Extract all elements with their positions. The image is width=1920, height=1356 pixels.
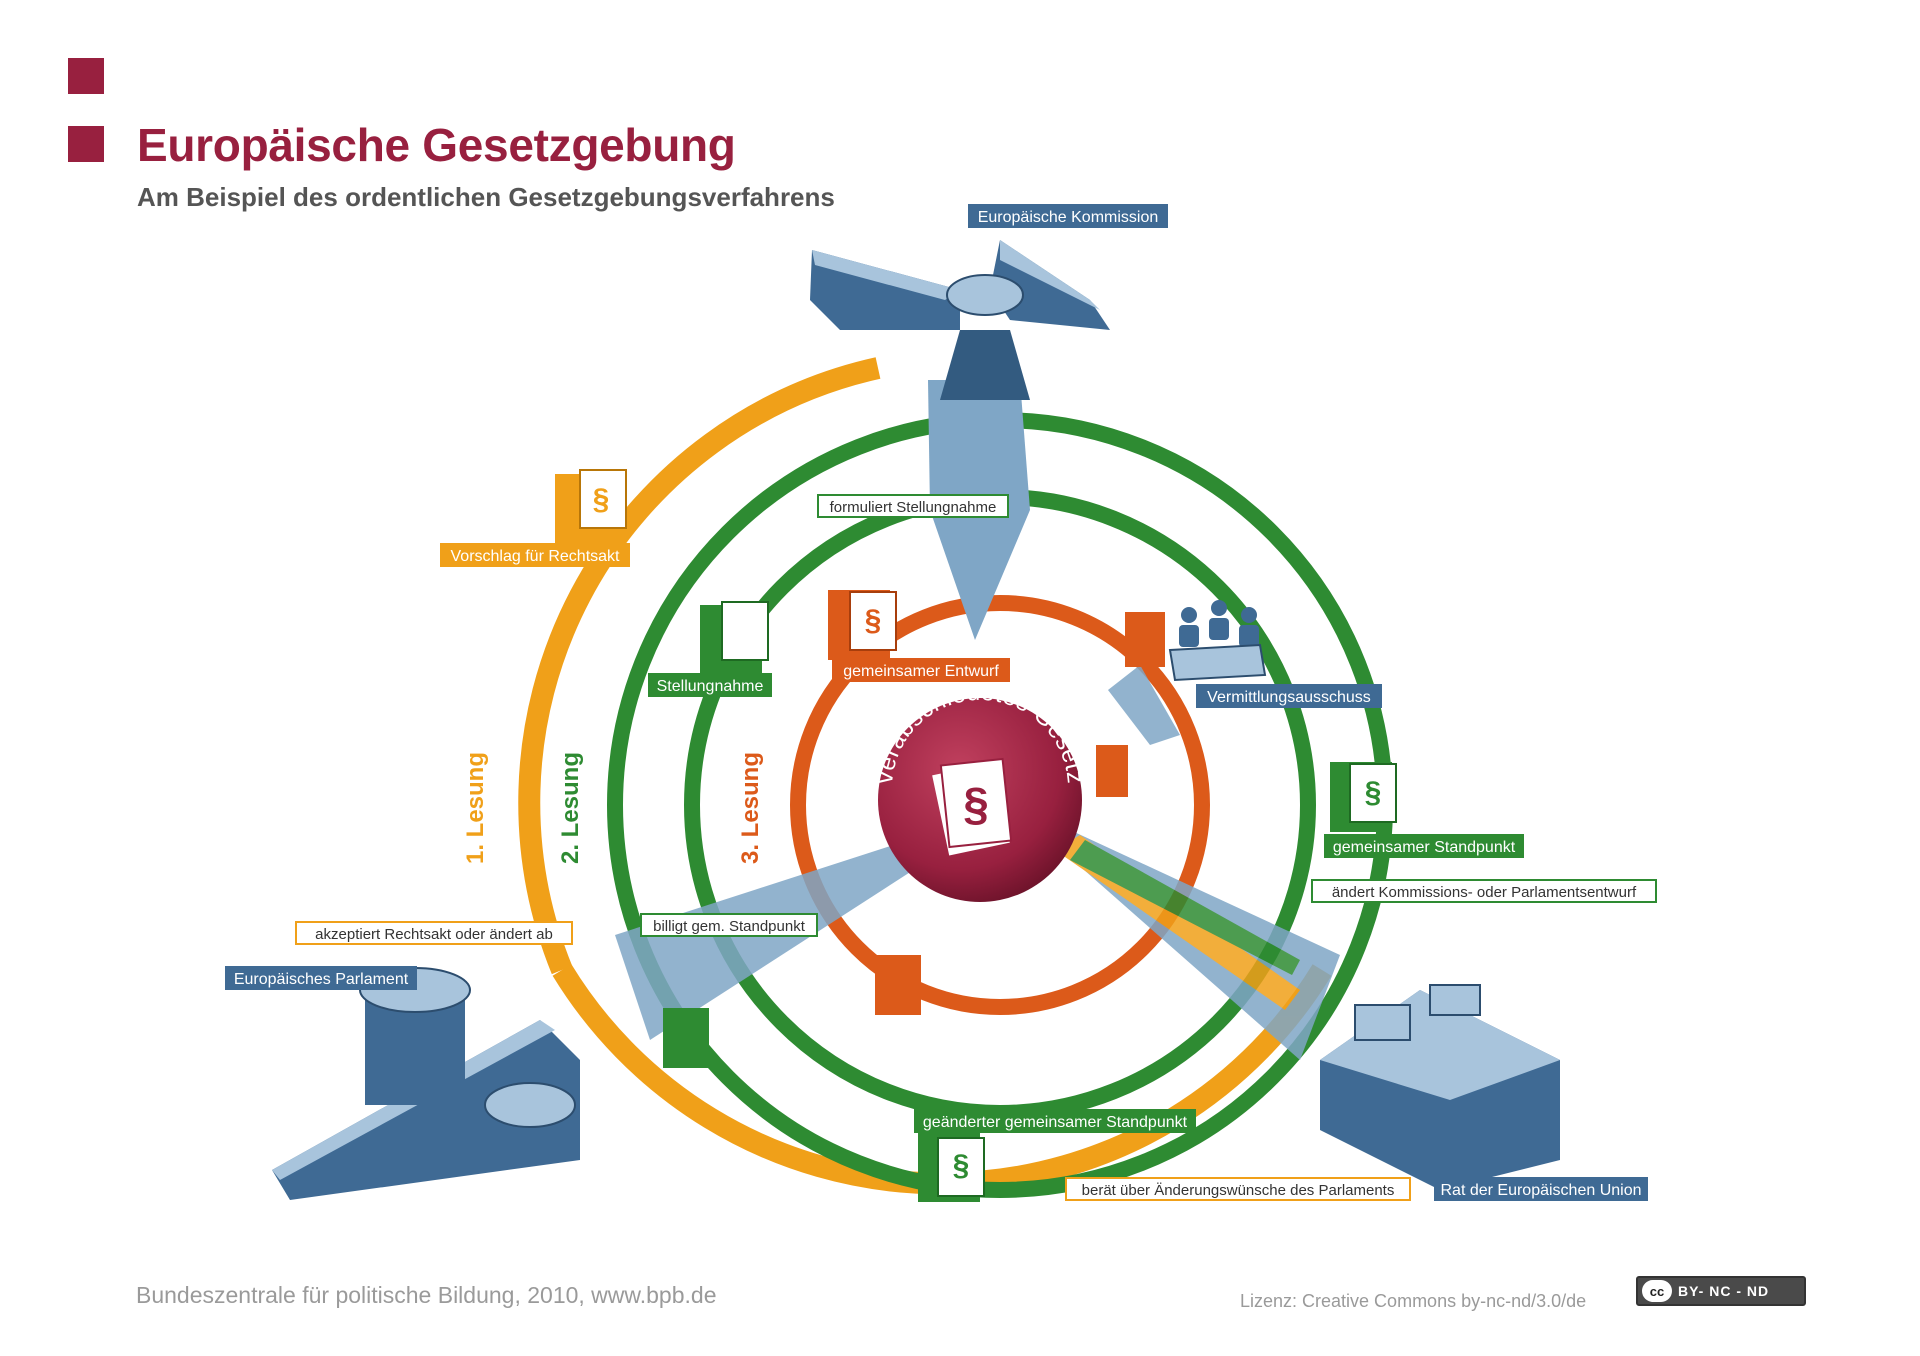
label-joint-draft: gemeinsamer Entwurf bbox=[843, 663, 999, 680]
committee-people-icon bbox=[1168, 600, 1267, 682]
cc-logo-icon: cc bbox=[1642, 1280, 1672, 1302]
label-european-commission: Europäische Kommission bbox=[978, 209, 1159, 226]
document-amended-common-position-icon: § bbox=[918, 1132, 985, 1202]
label-conciliation-committee: Vermittlungsausschuss bbox=[1207, 689, 1371, 706]
label-council: Rat der Europäischen Union bbox=[1440, 1182, 1641, 1199]
label-accepts-or-amends: akzeptiert Rechtsakt oder ändert ab bbox=[315, 926, 553, 943]
label-amends-draft: ändert Kommissions- oder Parlamentsentwu… bbox=[1332, 884, 1637, 901]
label-european-parliament: Europäisches Parlament bbox=[234, 971, 409, 988]
council-building bbox=[1320, 984, 1560, 1190]
document-opinion-icon bbox=[700, 601, 769, 675]
document-joint-draft-icon: § bbox=[828, 590, 897, 660]
page-subtitle: Am Beispiel des ordentlichen Gesetzgebun… bbox=[137, 182, 835, 212]
label-formulates-opinion: formuliert Stellungnahme bbox=[830, 499, 997, 516]
cc-license-badge[interactable]: cc BY- NC - ND bbox=[1636, 1276, 1806, 1306]
paragraph-symbol: § bbox=[963, 778, 989, 830]
label-opinion: Stellungnahme bbox=[657, 678, 764, 695]
footer-license: Lizenz: Creative Commons by-nc-nd/3.0/de bbox=[1240, 1291, 1587, 1311]
parliament-building bbox=[272, 967, 580, 1200]
label-approves-common-position: billigt gem. Standpunkt bbox=[653, 918, 806, 935]
label-common-position: gemeinsamer Standpunkt bbox=[1333, 839, 1516, 856]
svg-text:§: § bbox=[593, 483, 610, 516]
svg-text:§: § bbox=[953, 1149, 970, 1182]
ring-reading-3 bbox=[790, 595, 1210, 1015]
ring-label-reading-1: 1. Lesung bbox=[462, 752, 489, 864]
label-discusses-amendments: berät über Änderungswünsche des Parlamen… bbox=[1082, 1182, 1395, 1199]
svg-text:§: § bbox=[865, 604, 882, 637]
label-proposal: Vorschlag für Rechtsakt bbox=[451, 548, 621, 565]
decorative-square-top bbox=[68, 58, 104, 94]
footer-credit: Bundeszentrale für politische Bildung, 2… bbox=[136, 1282, 717, 1308]
torn-document-icons bbox=[663, 612, 1165, 1068]
cc-badge-text: BY- NC - ND bbox=[1678, 1283, 1770, 1299]
decorative-square-title bbox=[68, 126, 104, 162]
ring-label-reading-3: 3. Lesung bbox=[737, 752, 764, 864]
document-proposal-icon: § bbox=[555, 469, 627, 544]
label-amended-common-position: geänderter gemeinsamer Standpunkt bbox=[923, 1114, 1188, 1131]
ring-label-reading-2: 2. Lesung bbox=[557, 752, 584, 864]
document-common-position-icon: § bbox=[1330, 762, 1397, 832]
page-title: Europäische Gesetzgebung bbox=[137, 119, 736, 171]
svg-text:§: § bbox=[1365, 776, 1382, 809]
